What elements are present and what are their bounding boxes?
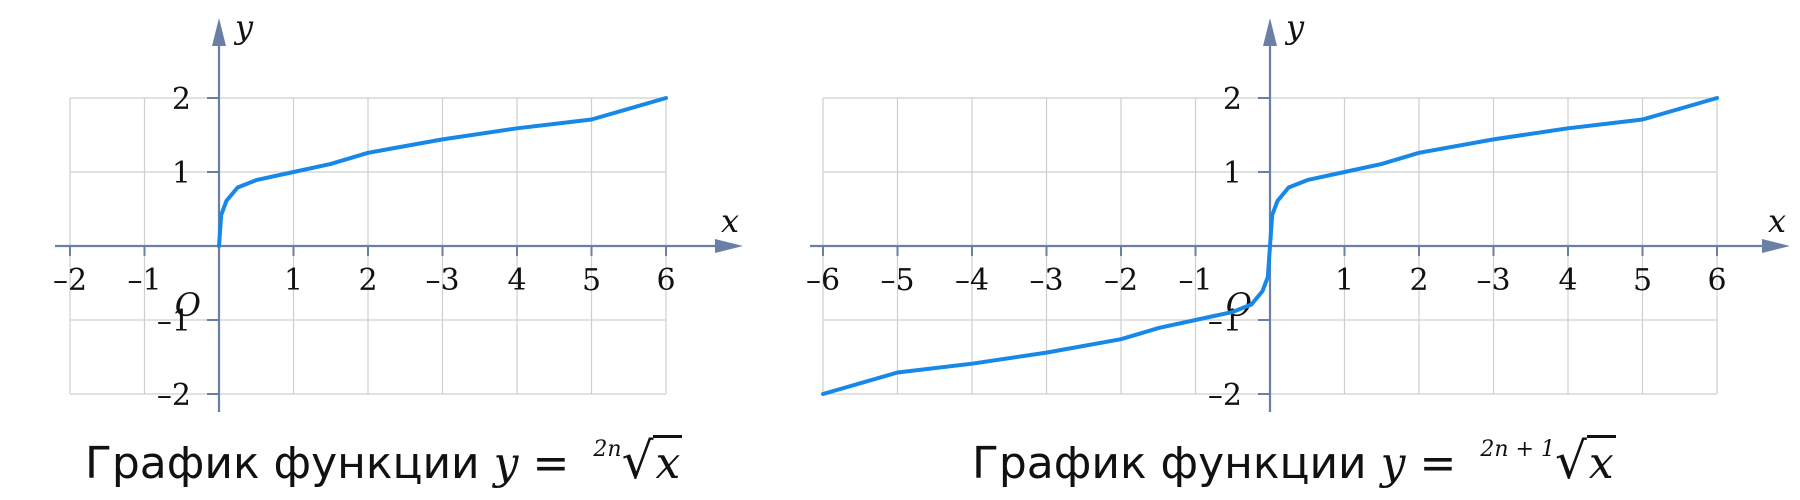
x-tick-label: 5 <box>582 263 601 298</box>
x-tick-label: 4 <box>507 263 526 298</box>
y-tick-label: –1 <box>157 304 191 339</box>
y-tick-label: 1 <box>172 156 191 191</box>
x-tick-label: –4 <box>955 263 989 298</box>
root-index: 2n + 1 <box>1480 437 1555 462</box>
x-tick-label: 2 <box>1409 263 1428 298</box>
y-axis-label: y <box>1284 8 1305 46</box>
y-tick-label: 2 <box>172 82 191 117</box>
caption-lhs: y <box>1380 438 1406 489</box>
x-tick-label: 1 <box>284 263 303 298</box>
x-tick-label: –6 <box>806 263 840 298</box>
y-axis-label: y <box>233 8 254 46</box>
radical-icon: √ <box>1554 432 1587 490</box>
caption-text: График функции <box>972 438 1367 489</box>
radicand: x <box>653 435 683 489</box>
x-tick-label: 2 <box>358 263 377 298</box>
chart-caption-right: График функции y = 2n + 1√x <box>972 432 1616 490</box>
x-tick-label: 1 <box>1335 263 1354 298</box>
x-axis-arrow-icon <box>1762 239 1790 253</box>
x-tick-label: 5 <box>1633 263 1652 298</box>
chart-caption-left: График функции y = 2n√x <box>85 432 683 490</box>
y-axis-arrow-icon <box>1263 18 1277 46</box>
y-tick-label: 2 <box>1223 82 1242 117</box>
x-tick-label: 4 <box>1558 263 1577 298</box>
x-tick-label: –1 <box>1178 263 1212 298</box>
x-tick-label: –5 <box>880 263 914 298</box>
caption-text: График функции <box>85 438 480 489</box>
x-tick-label: –3 <box>1029 263 1063 298</box>
y-tick-label: 1 <box>1223 156 1242 191</box>
function-curve <box>821 96 1719 396</box>
radical-icon: √ <box>621 432 654 490</box>
function-curve <box>217 96 668 248</box>
caption-eq: = <box>532 438 570 489</box>
x-tick-label: 6 <box>1707 263 1726 298</box>
caption-lhs: y <box>493 438 519 489</box>
x-axis-label: x <box>1768 202 1786 240</box>
x-tick-label: –2 <box>53 263 87 298</box>
caption-eq: = <box>1419 438 1457 489</box>
x-tick-label: –1 <box>127 263 161 298</box>
x-tick-label: –3 <box>1476 263 1510 298</box>
y-axis-arrow-icon <box>212 18 226 46</box>
x-axis-label: x <box>721 202 739 240</box>
radicand: x <box>1586 435 1616 489</box>
x-tick-label: –3 <box>425 263 459 298</box>
x-tick-label: –2 <box>1104 263 1138 298</box>
x-tick-label: 6 <box>656 263 675 298</box>
y-tick-label: –2 <box>157 378 191 413</box>
y-tick-label: –2 <box>1208 378 1242 413</box>
root-index: 2n <box>593 437 622 462</box>
x-axis-arrow-icon <box>715 239 743 253</box>
origin-label: O <box>175 286 201 324</box>
